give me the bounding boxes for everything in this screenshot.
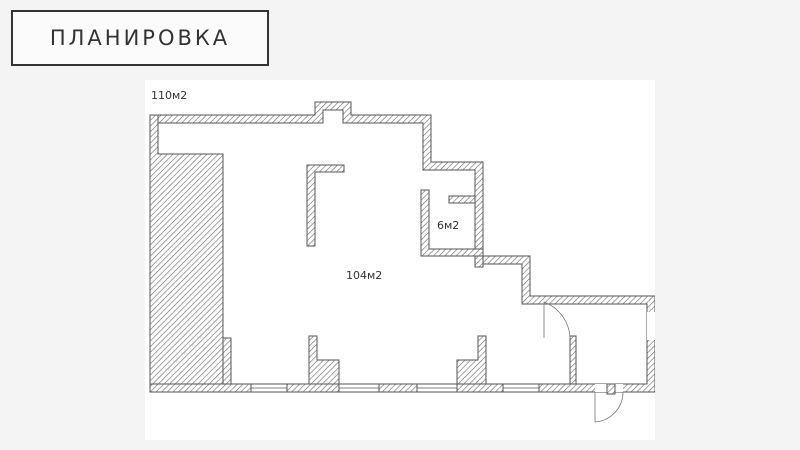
wall-column-right bbox=[456, 335, 487, 385]
wall-stub-right bbox=[569, 335, 577, 385]
wall-small-room-post bbox=[474, 255, 484, 268]
title-box: ПЛАНИРОВКА bbox=[11, 10, 269, 66]
wall-left-bottom-fill bbox=[149, 114, 224, 385]
door-side-opening bbox=[647, 312, 655, 340]
inner-walls bbox=[222, 164, 577, 385]
wall-small-room-stub bbox=[448, 195, 476, 204]
floor-plan-drawing bbox=[149, 101, 655, 423]
windows bbox=[250, 383, 540, 393]
small-room-area-label: 6м2 bbox=[437, 219, 460, 232]
doors bbox=[543, 301, 655, 423]
total-area-label: 110м2 bbox=[151, 89, 188, 102]
floor-plan-panel: 110м2 104м2 6м2 bbox=[145, 80, 655, 440]
wall-stub-left bbox=[222, 337, 232, 385]
door-swing-bottom bbox=[594, 391, 624, 423]
wall-small-room bbox=[420, 189, 484, 257]
wall-column-left bbox=[308, 335, 340, 385]
door-swing-side bbox=[543, 301, 571, 339]
wall-inner-l bbox=[306, 164, 345, 247]
door-frame-bottom bbox=[606, 383, 616, 395]
page-title: ПЛАНИРОВКА bbox=[49, 26, 231, 50]
main-room-area-label: 104м2 bbox=[346, 269, 383, 282]
